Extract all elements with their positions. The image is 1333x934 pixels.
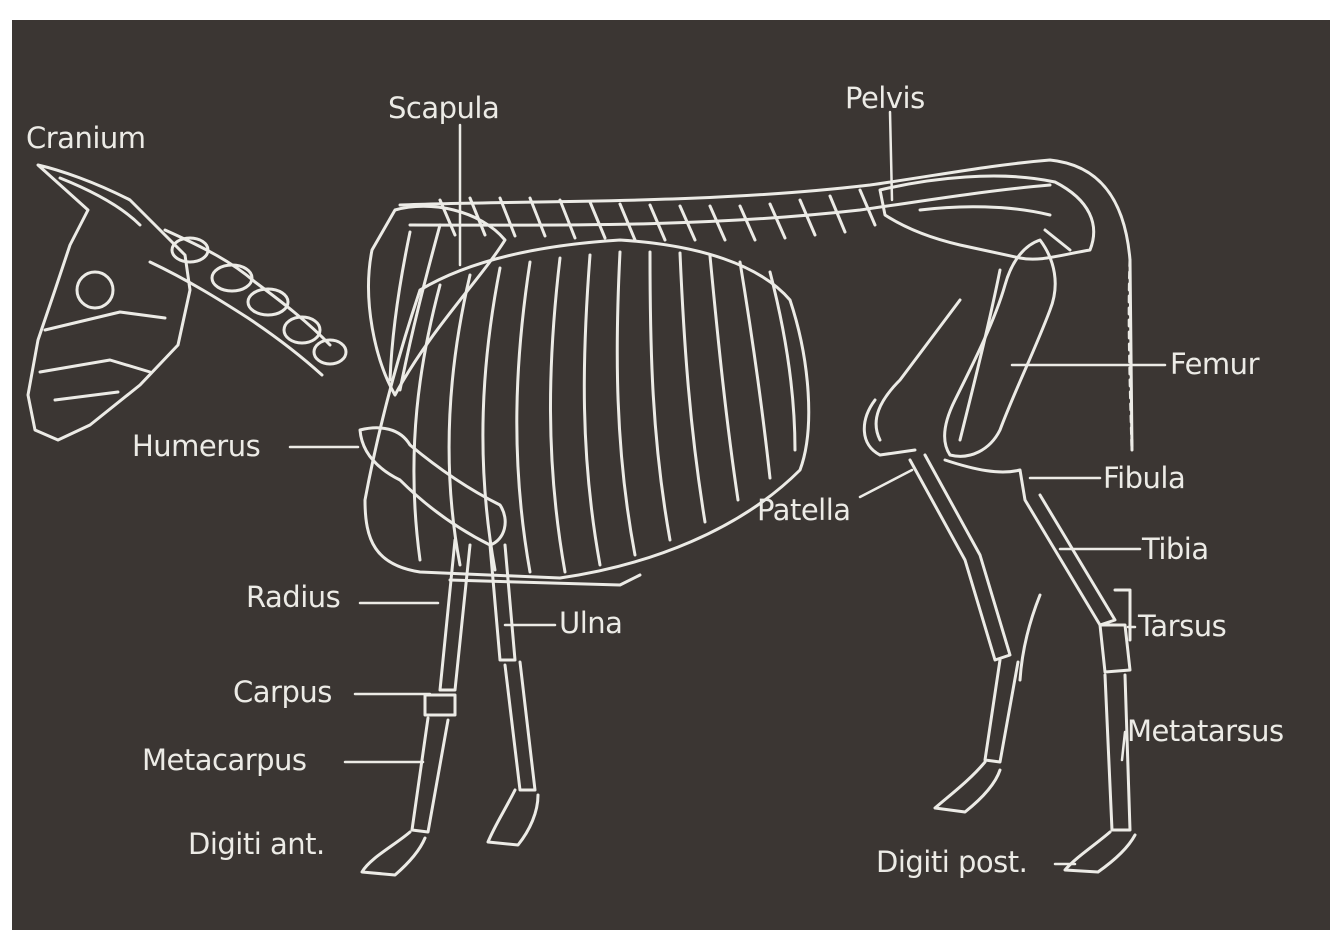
neck-vertebrae <box>150 230 346 375</box>
label-tarsus: Tarsus <box>1138 612 1226 641</box>
label-metatarsus: Metatarsus <box>1127 717 1284 746</box>
label-patella: Patella <box>757 496 851 525</box>
label-humerus: Humerus <box>132 432 260 461</box>
label-digiti-post: Digiti post. <box>876 848 1027 877</box>
label-tibia: Tibia <box>1142 535 1209 564</box>
hind-leg <box>864 240 1135 872</box>
label-scapula: Scapula <box>388 94 499 123</box>
label-fibula: Fibula <box>1103 464 1185 493</box>
label-pelvis: Pelvis <box>845 84 925 113</box>
skull <box>28 165 190 440</box>
spine <box>400 160 1132 450</box>
label-cranium: Cranium <box>26 124 146 153</box>
rib-cage <box>365 240 809 585</box>
label-metacarpus: Metacarpus <box>142 746 307 775</box>
label-radius: Radius <box>246 583 340 612</box>
label-carpus: Carpus <box>233 678 332 707</box>
pelvis <box>880 176 1094 259</box>
label-ulna: Ulna <box>559 609 622 638</box>
label-femur: Femur <box>1170 350 1259 379</box>
label-digiti-ant: Digiti ant. <box>188 830 325 859</box>
front-leg <box>360 428 538 875</box>
